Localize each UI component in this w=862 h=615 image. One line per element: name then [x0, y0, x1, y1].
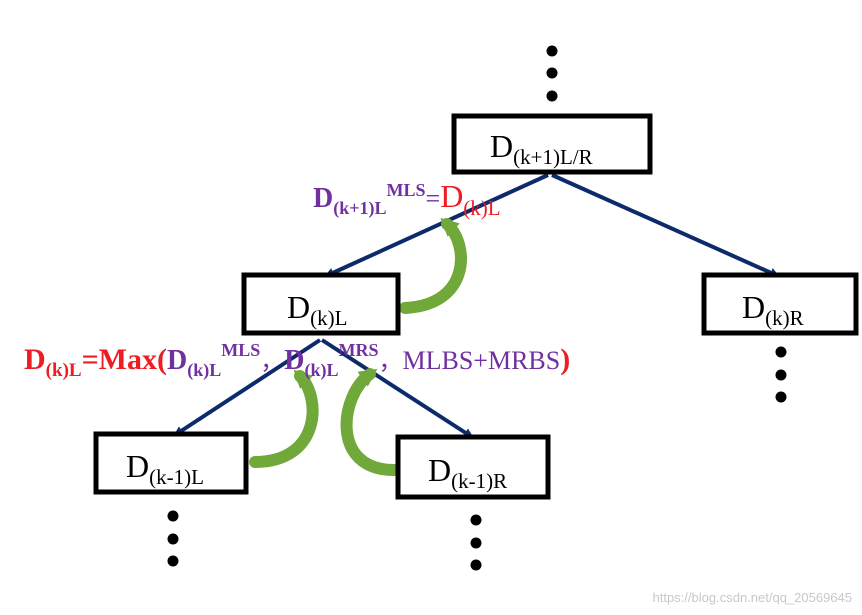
node-mid-left-main: D: [287, 289, 310, 325]
node-mid-left: D(k)L: [241, 272, 401, 336]
formula-mid-close: ): [560, 343, 570, 376]
edge-top-to-mid-left: [324, 173, 549, 278]
formula-mid-sep1: ，: [260, 349, 284, 375]
ellipsis-bot-right: [470, 514, 482, 571]
svg-text:D(k-1)R: D(k-1)R: [428, 452, 507, 493]
formula-mid-t1-sub: (k)L: [187, 360, 221, 381]
formula-mid-lhs-main: D: [24, 343, 46, 376]
node-mid-right-main: D: [742, 289, 765, 325]
formula-top-lhs-sup: MLS: [387, 180, 426, 200]
node-mid-right-sub: (k)R: [765, 306, 804, 330]
node-top-main: D: [490, 128, 513, 164]
formula-top-equals: =: [426, 184, 441, 213]
formula-mid: D(k)L=Max(D(k)LMLS，D(k)LMRS，MLBS+MRBS): [24, 340, 570, 381]
formula-top-lhs-sub: (k+1)L: [333, 198, 386, 219]
watermark-text: https://blog.csdn.net/qq_20569645: [653, 590, 853, 605]
svg-text:D(k)R: D(k)R: [742, 289, 804, 330]
formula-mid-t1-sup: MLS: [221, 340, 260, 360]
formula-top-rhs-sub: (k)L: [463, 196, 500, 220]
green-arrow-mid-left: [249, 369, 319, 468]
formula-top-lhs-main: D: [313, 183, 333, 214]
edge-mid-to-bot-right: [320, 338, 474, 439]
node-bot-right-sub: (k-1)R: [451, 469, 507, 493]
formula-mid-t2-main: D: [284, 345, 304, 376]
ellipsis-right: [775, 346, 787, 403]
node-bot-right-main: D: [428, 452, 451, 488]
formula-mid-sep2: ，: [379, 349, 403, 375]
green-arrow-mid-right: [340, 368, 400, 476]
node-mid-right: D(k)R: [701, 272, 859, 336]
formula-mid-t2-sub: (k)L: [304, 360, 338, 381]
node-bot-left-main: D: [126, 448, 149, 484]
svg-text:D(k)L: D(k)L: [287, 289, 347, 330]
node-bot-right: D(k-1)R: [395, 434, 551, 500]
edge-mid-to-bot-left: [173, 338, 322, 437]
formula-mid-eq-max: =Max(: [82, 343, 167, 376]
formula-mid-t3: MLBS+MRBS: [403, 346, 561, 375]
node-mid-left-sub: (k)L: [310, 306, 347, 330]
formula-mid-t1-main: D: [167, 345, 187, 376]
svg-text:D(k+1)L/R: D(k+1)L/R: [490, 128, 593, 169]
green-arrow-top: [399, 217, 467, 314]
node-top: D(k+1)L/R: [451, 113, 653, 175]
formula-mid-t2-sup: MRS: [339, 340, 379, 360]
formula-top: D(k+1)LMLS=D(k)L: [313, 178, 501, 220]
ellipsis-top: [546, 45, 558, 102]
node-bot-left-sub: (k-1)L: [149, 465, 204, 489]
node-top-sub: (k+1)L/R: [513, 145, 593, 169]
svg-text:D(k-1)L: D(k-1)L: [126, 448, 204, 489]
ellipsis-bot-left: [167, 510, 179, 567]
edge-top-to-mid-right: [551, 173, 780, 278]
formula-mid-lhs-sub: (k)L: [46, 360, 82, 381]
formula-top-rhs-main: D: [440, 178, 463, 214]
node-bot-left: D(k-1)L: [93, 431, 249, 495]
